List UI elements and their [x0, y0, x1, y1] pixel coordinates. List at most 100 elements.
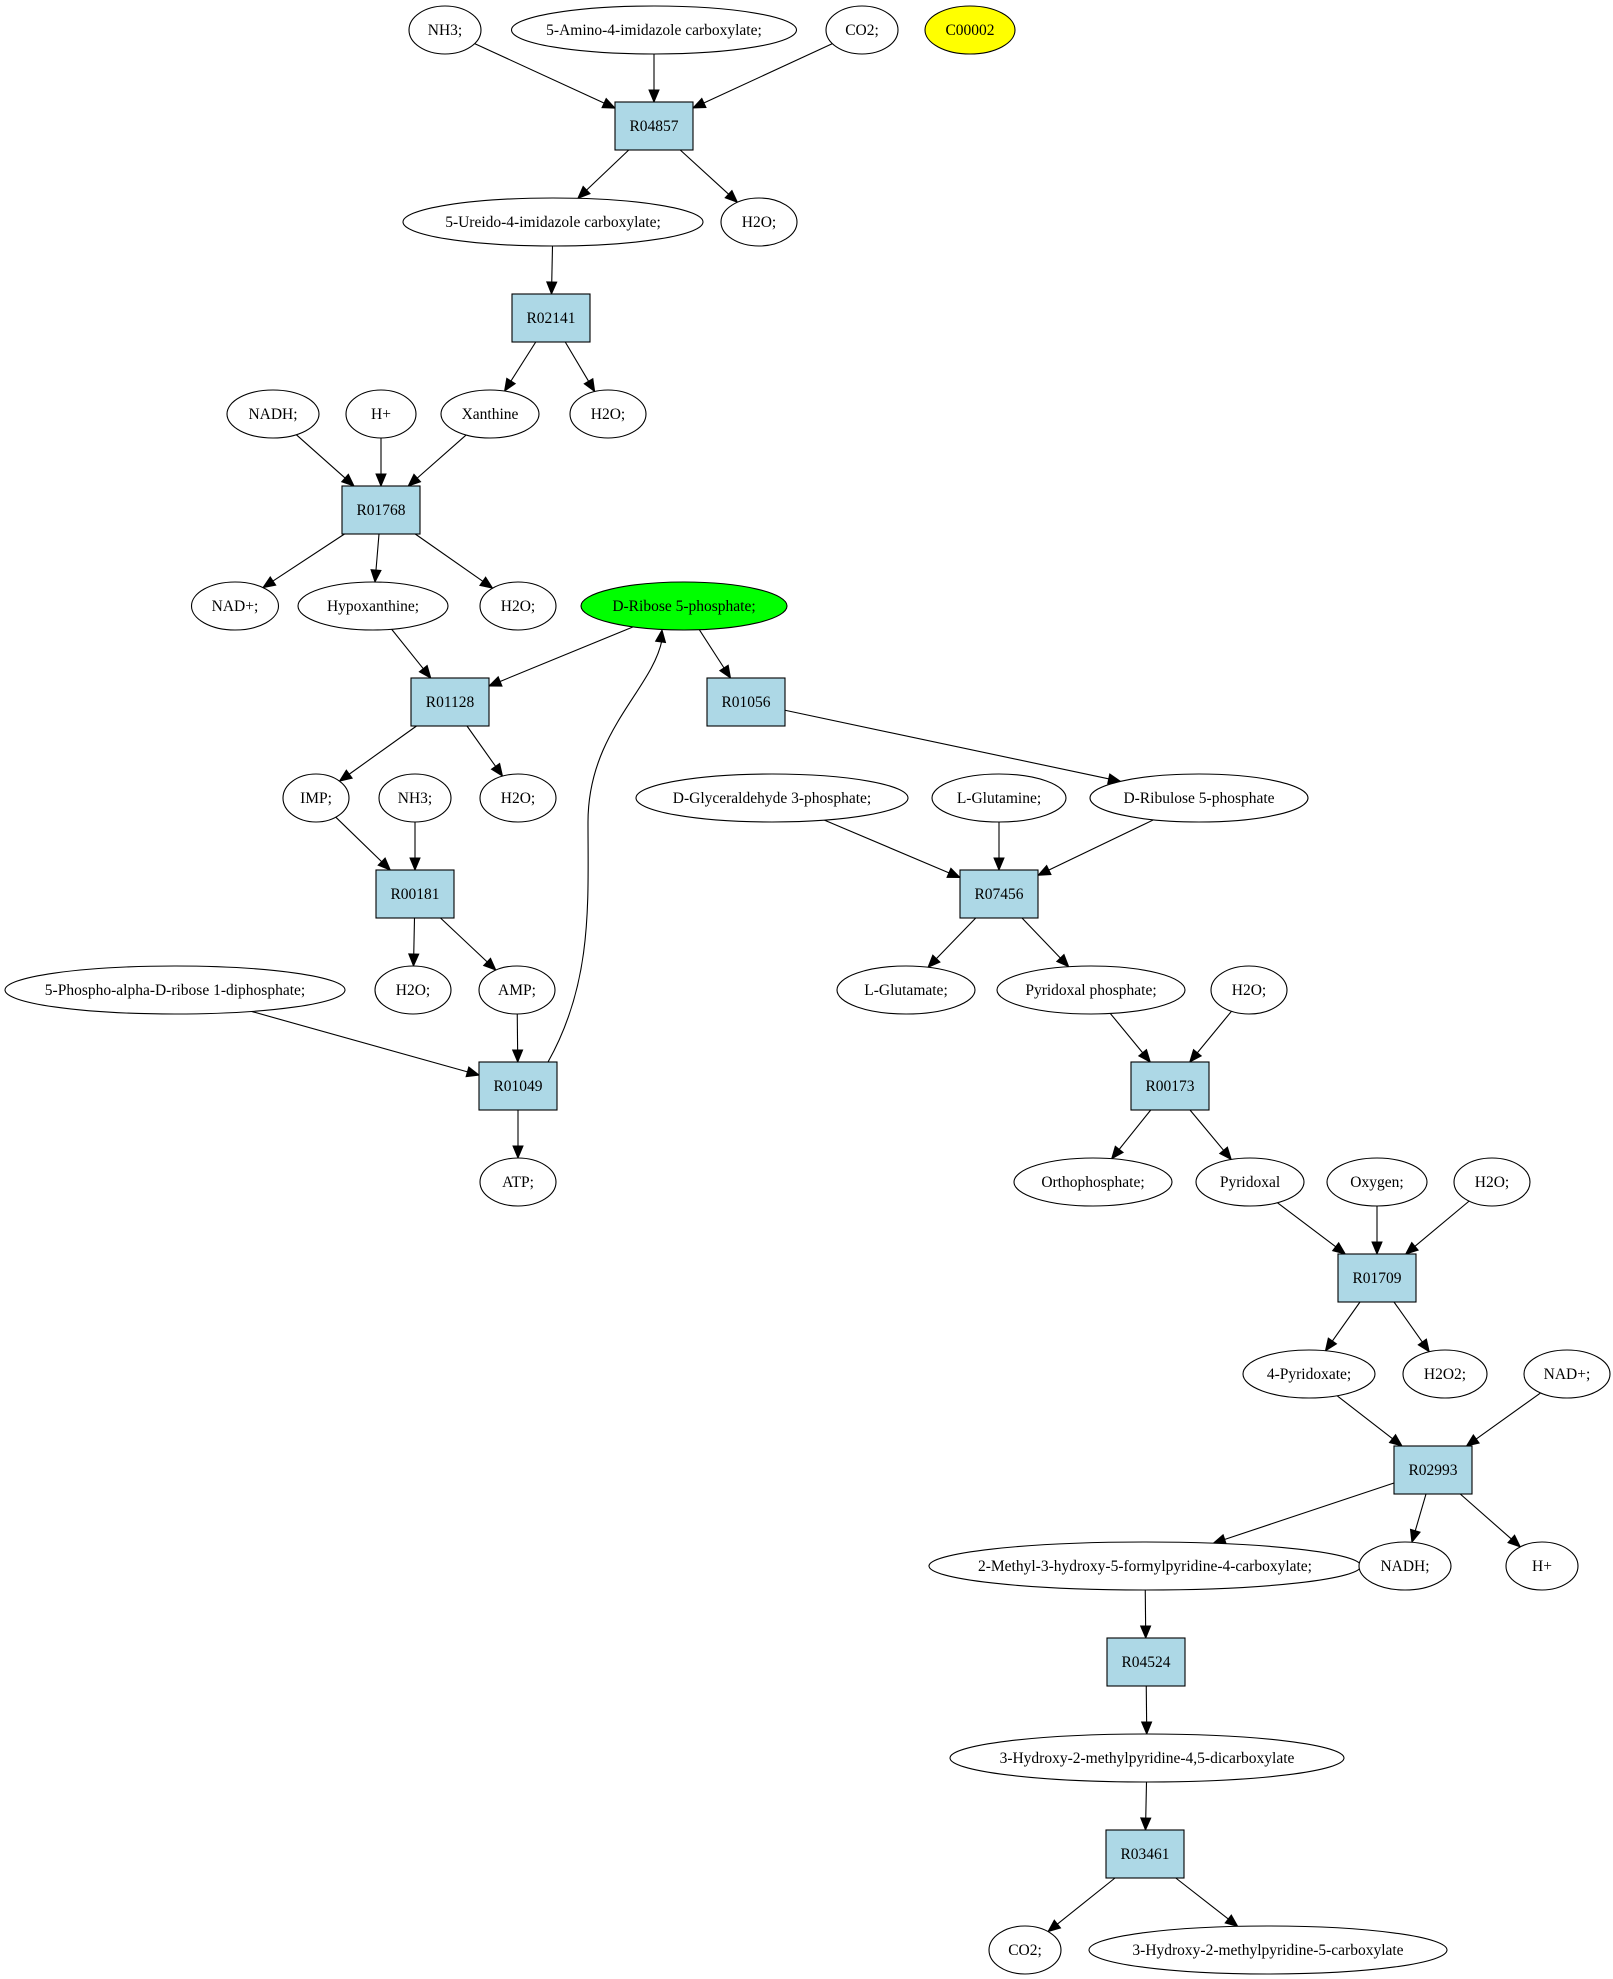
node-layer: NH3; 5-Amino-4-imidazole carboxylate; CO2;…: [4, 5, 1611, 1975]
arrowhead: [691, 97, 707, 109]
compound-ellipse: [836, 965, 976, 1015]
edge: [335, 816, 383, 863]
arrowhead: [338, 769, 354, 782]
arrowhead: [1404, 1241, 1420, 1255]
compound-node: 2-Methyl-3-hydroxy-5-formylpyridine-4-ca…: [928, 1541, 1362, 1591]
edge: [1196, 1010, 1232, 1054]
arrowhead: [479, 576, 494, 589]
arrowhead: [340, 473, 355, 487]
reaction-node: R03461: [1105, 1829, 1185, 1879]
compound-node: Pyridoxal phosphate;: [996, 965, 1186, 1015]
compound-ellipse: [1195, 1157, 1305, 1207]
arrowhead: [465, 1066, 481, 1078]
edge: [509, 341, 537, 383]
arrowhead: [1465, 1434, 1481, 1447]
compound-ellipse: [996, 965, 1186, 1015]
edge: [564, 341, 590, 383]
compound-ellipse: [374, 965, 452, 1015]
compound-node: H2O;: [374, 965, 452, 1015]
node-label: NH3;: [428, 22, 462, 39]
edge: [416, 434, 467, 480]
compound-ellipse: [1210, 965, 1288, 1015]
reaction-node: R01049: [478, 1061, 558, 1111]
compound-ellipse: [1523, 1349, 1611, 1399]
arrowhead: [418, 664, 432, 680]
arrowhead: [927, 954, 941, 969]
compound-ellipse: [1505, 1541, 1579, 1591]
node-label: Pyridoxal: [1220, 1174, 1280, 1191]
node-label: R01709: [1352, 1270, 1401, 1287]
arrowhead: [375, 473, 387, 488]
arrowhead: [409, 857, 421, 872]
node-label: H+: [371, 406, 391, 423]
compound-ellipse: [282, 773, 350, 823]
compound-node: L-Glutamine;: [931, 773, 1067, 823]
node-label: H2O;: [396, 982, 430, 999]
arrowhead: [408, 953, 420, 968]
compound-ellipse: [949, 1733, 1345, 1783]
node-label: ATP;: [502, 1174, 534, 1191]
node-label: R01768: [356, 502, 405, 519]
node-label: H2O2;: [1424, 1366, 1466, 1383]
edge: [1393, 1301, 1424, 1344]
arrowhead: [1139, 1625, 1152, 1640]
edge: [1459, 1493, 1513, 1541]
node-label: NH3;: [398, 790, 432, 807]
compound-ellipse: [478, 965, 556, 1015]
compound-ellipse: [479, 581, 557, 631]
node-label: R01049: [493, 1078, 542, 1095]
reaction-box: [1106, 1637, 1186, 1687]
reaction-box: [1105, 1829, 1185, 1879]
node-label: 2-Methyl-3-hydroxy-5-formylpyridine-4-ca…: [978, 1558, 1312, 1575]
edge: [935, 917, 977, 960]
node-label: R07456: [974, 886, 1023, 903]
arrowhead: [1507, 1534, 1522, 1548]
arrowhead: [718, 664, 732, 680]
arrowhead: [482, 957, 497, 971]
compound-node: Hypoxanthine;: [297, 581, 449, 631]
edge: [1475, 1392, 1541, 1441]
node-label: H2O;: [501, 790, 535, 807]
reaction-box: [478, 1061, 558, 1111]
node-label: IMP;: [300, 790, 332, 807]
node-label: H2O;: [591, 406, 625, 423]
node-label: 5-Phospho-alpha-D-ribose 1-diphosphate;: [45, 982, 305, 999]
node-label: Xanthine: [462, 406, 519, 423]
compound-node: NAD+;: [190, 581, 280, 631]
edge: [1109, 1013, 1144, 1054]
compound-node: D-Ribose 5-phosphate;: [580, 581, 788, 631]
edge: [498, 626, 634, 683]
arrowhead: [1324, 1337, 1338, 1352]
compound-node: CO2;: [825, 5, 899, 55]
node-label: L-Glutamine;: [957, 790, 1041, 807]
compound-ellipse: [440, 389, 540, 439]
compound-node: H2O;: [1453, 1157, 1531, 1207]
node-label: R01128: [426, 694, 475, 711]
edge: [440, 917, 489, 963]
compound-ellipse: [720, 197, 798, 247]
edge: [391, 628, 425, 670]
node-label: R02141: [526, 310, 575, 327]
arrowhead: [1388, 1433, 1404, 1447]
arrowhead: [654, 628, 667, 644]
compound-node: 5-Amino-4-imidazole carboxylate;: [510, 5, 798, 55]
arrowhead: [1188, 1048, 1203, 1064]
reaction-box: [341, 485, 421, 535]
compound-ellipse: [569, 389, 647, 439]
arrowhead: [1417, 1338, 1430, 1353]
node-label: R02993: [1408, 1462, 1457, 1479]
arrowhead: [490, 762, 504, 778]
compound-ellipse: [4, 965, 346, 1015]
arrowhead: [407, 473, 422, 487]
arrowhead: [511, 1049, 524, 1064]
compound-node: H+: [1505, 1541, 1579, 1591]
compound-node: C00002: [924, 5, 1016, 55]
compound-node: NADH;: [1358, 1541, 1452, 1591]
edge: [679, 149, 730, 196]
node-label: D-Glyceraldehyde 3-phosphate;: [673, 790, 871, 807]
edge: [1413, 1200, 1470, 1248]
compound-ellipse: [345, 389, 417, 439]
compound-node: 3-Hydroxy-2-methylpyridine-4,5-dicarboxy…: [949, 1733, 1345, 1783]
compound-node: 5-Phospho-alpha-D-ribose 1-diphosphate;: [4, 965, 346, 1015]
